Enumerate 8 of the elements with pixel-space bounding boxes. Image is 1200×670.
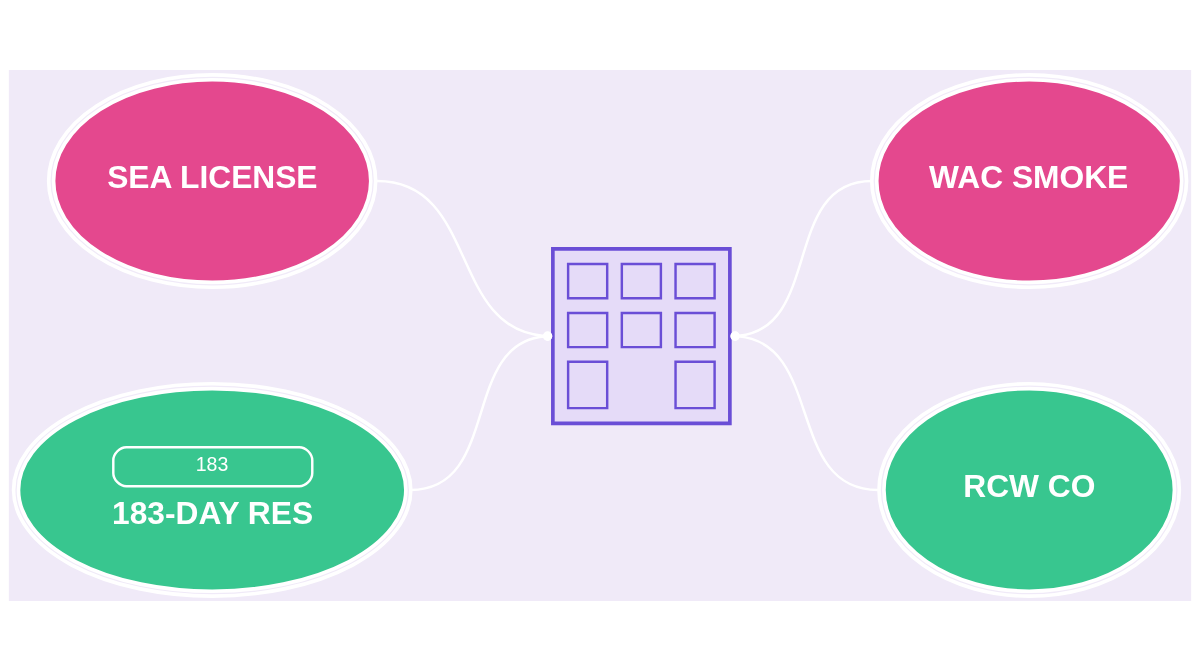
node-ellipse: RCW CO [877,381,1182,598]
connector [730,331,878,491]
connector [730,179,873,341]
connector [376,179,553,341]
node-ellipse: WAC SMOKE [870,72,1189,289]
connector [410,331,553,491]
node-ellipse: 183 183-DAY RES [11,381,413,598]
node-ellipse: SEA LICENSE [46,72,378,289]
